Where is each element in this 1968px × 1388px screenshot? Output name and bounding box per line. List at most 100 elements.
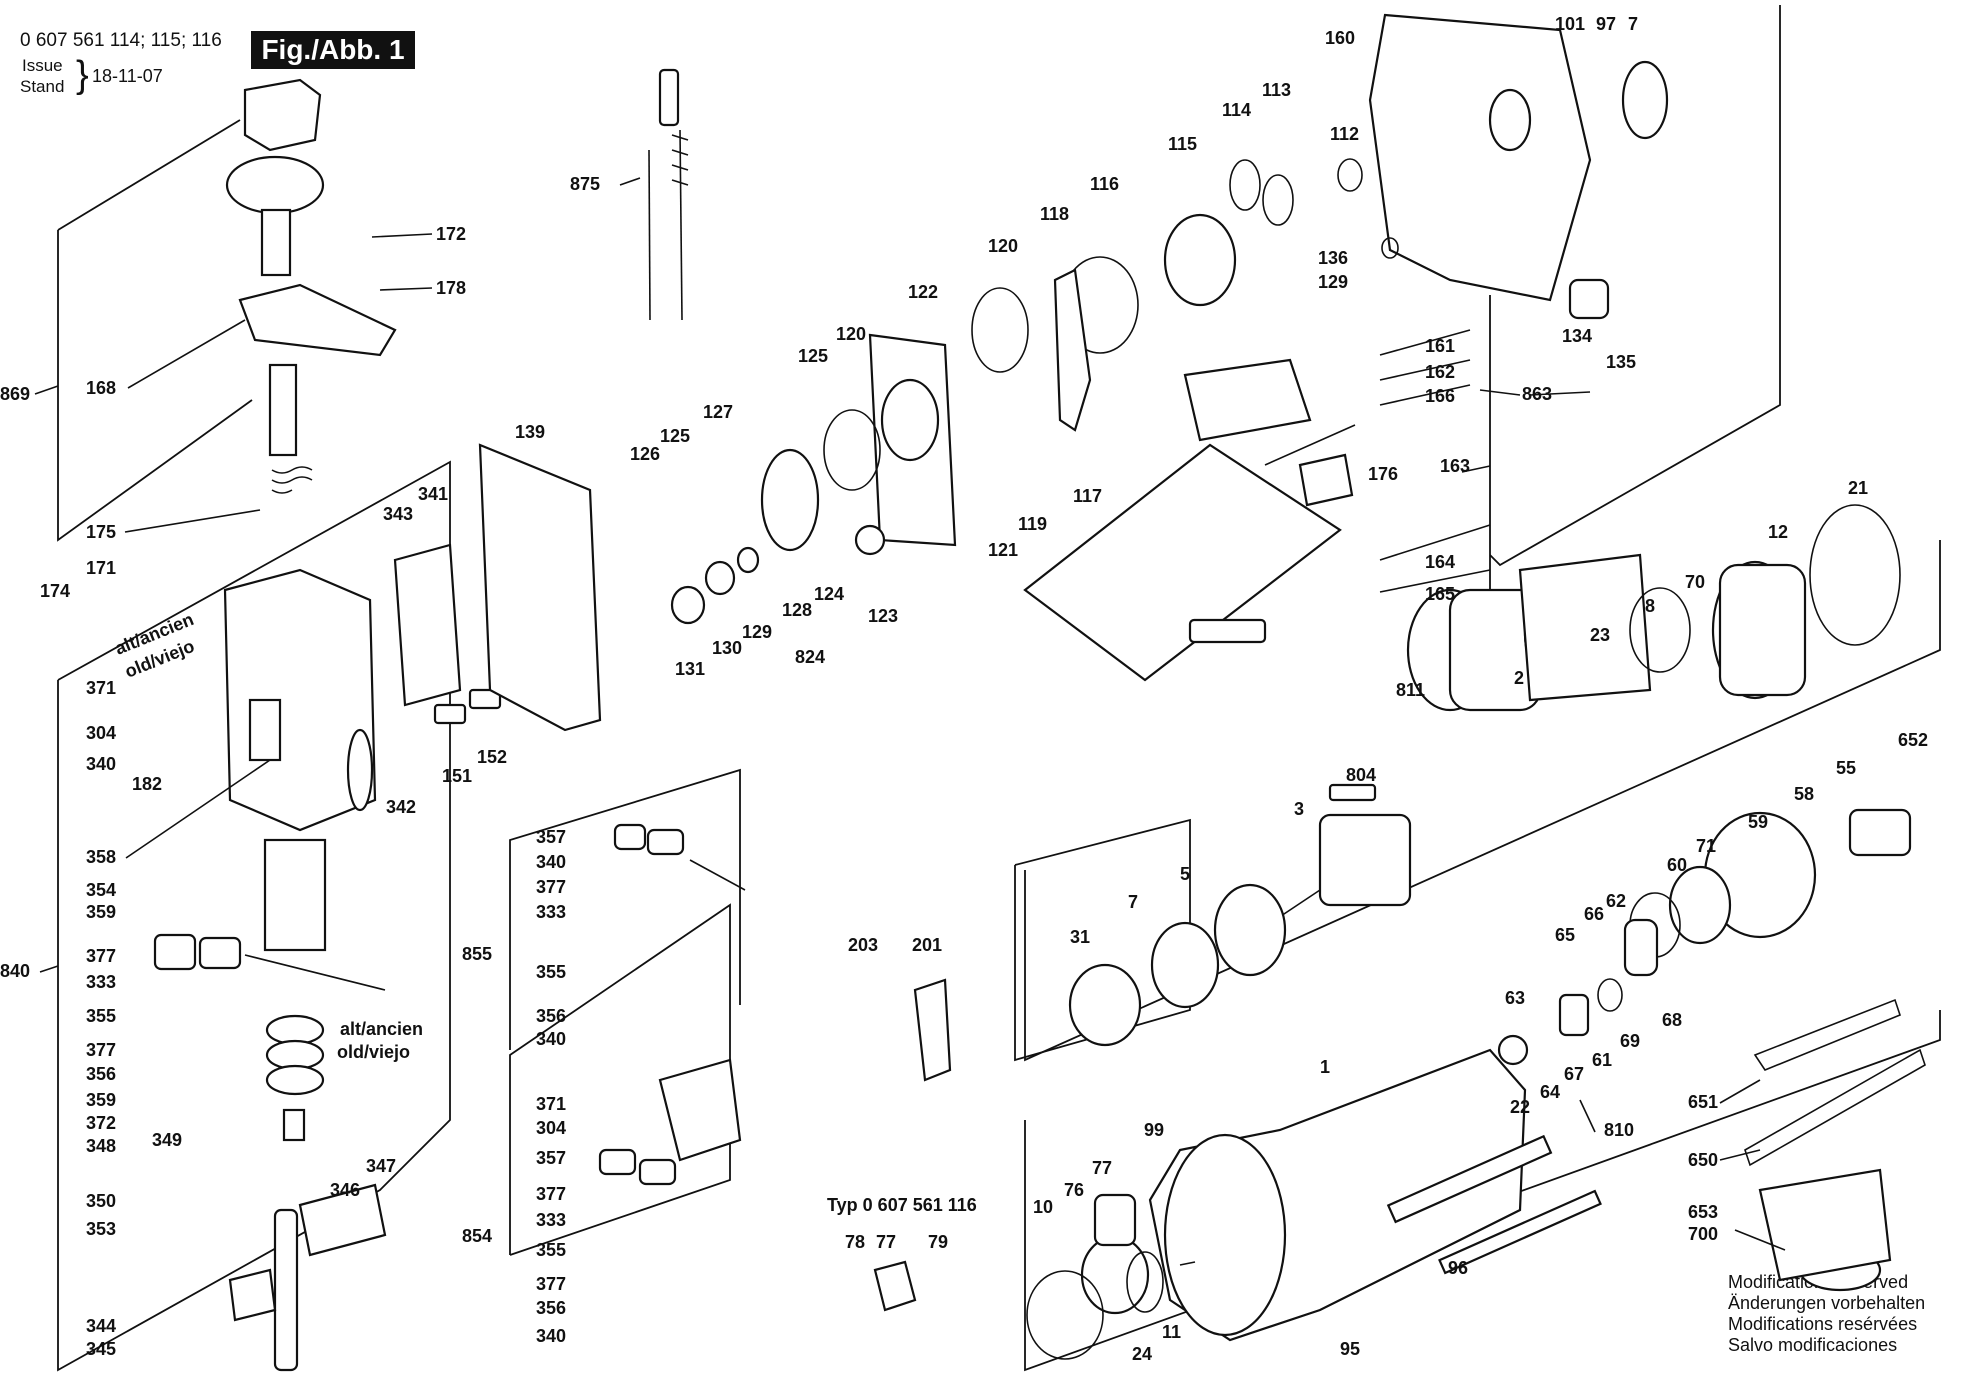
callout: 356 xyxy=(86,1064,116,1084)
callout: 343 xyxy=(383,504,413,524)
callout: 71 xyxy=(1696,836,1716,856)
callout-labels: 869 168 172 178 175 171 174 343 341 371 … xyxy=(0,14,1928,1364)
callout: 68 xyxy=(1662,1010,1682,1030)
callout: 340 xyxy=(86,754,116,774)
parts-center xyxy=(598,68,1139,1312)
callout: 115 xyxy=(1168,134,1197,154)
callout: 371 xyxy=(536,1094,566,1114)
stand-label: Stand xyxy=(20,77,65,96)
callout: 333 xyxy=(86,972,116,992)
callout: 78 xyxy=(845,1232,865,1252)
callout: 66 xyxy=(1584,904,1604,924)
callout: 342 xyxy=(386,797,416,817)
callout: 2 xyxy=(1514,668,1524,688)
callout: 854 xyxy=(462,1226,492,1246)
callout: 203 xyxy=(848,935,878,955)
callout: 168 xyxy=(86,378,116,398)
callout: 178 xyxy=(436,278,466,298)
part-numbers: 0 607 561 114; 115; 116 xyxy=(20,30,222,51)
callout: 64 xyxy=(1540,1082,1560,1102)
callout: 67 xyxy=(1564,1064,1584,1084)
note-line-4: Salvo modificaciones xyxy=(1728,1335,1898,1355)
callout: 24 xyxy=(1132,1344,1152,1364)
callout: 127 xyxy=(703,402,733,422)
note-line-3: Modifications resérvées xyxy=(1728,1314,1918,1334)
callout: 377 xyxy=(536,877,566,897)
callout: 124 xyxy=(814,584,844,604)
callout: 95 xyxy=(1340,1339,1360,1359)
callout: 349 xyxy=(152,1130,182,1150)
callout: 804 xyxy=(1346,765,1376,785)
callout: 101 xyxy=(1555,14,1585,34)
callout: 23 xyxy=(1590,625,1610,645)
callout: 22 xyxy=(1510,1097,1530,1117)
callout: 97 xyxy=(1596,14,1616,34)
callout: 116 xyxy=(1090,174,1119,194)
callout: 58 xyxy=(1794,784,1814,804)
callout: 129 xyxy=(742,622,772,642)
callout: 176 xyxy=(1368,464,1398,484)
figure-label: Fig./Abb. 1 xyxy=(251,31,415,69)
callout: 201 xyxy=(912,935,942,955)
callout: 357 xyxy=(536,1148,566,1168)
callout: 59 xyxy=(1748,812,1768,832)
callout: 165 xyxy=(1425,584,1455,604)
callout: 131 xyxy=(675,659,705,679)
callout: 355 xyxy=(536,1240,566,1260)
callout: 651 xyxy=(1688,1092,1718,1112)
callout: 175 xyxy=(86,522,116,542)
callout: 377 xyxy=(86,946,116,966)
callout: 77 xyxy=(876,1232,896,1252)
callout: 354 xyxy=(86,880,116,900)
callout: 120 xyxy=(988,236,1018,256)
callout: 1 xyxy=(1320,1057,1330,1077)
callout: 875 xyxy=(570,174,600,194)
callout: 79 xyxy=(928,1232,948,1252)
variant-typ-label: Typ 0 607 561 116 xyxy=(827,1195,977,1215)
callout: 358 xyxy=(86,847,116,867)
callout: 304 xyxy=(86,723,116,743)
callout: 65 xyxy=(1555,925,1575,945)
callout: 12 xyxy=(1768,522,1788,542)
callout: 134 xyxy=(1562,326,1592,346)
callout: 136 xyxy=(1318,248,1348,268)
callout: 60 xyxy=(1667,855,1687,875)
callout: 350 xyxy=(86,1191,116,1211)
callout: 348 xyxy=(86,1136,116,1156)
callout: 139 xyxy=(515,422,545,442)
callout: 357 xyxy=(536,827,566,847)
callout: 341 xyxy=(418,484,448,504)
callout: 96 xyxy=(1448,1258,1468,1278)
callout: 372 xyxy=(86,1113,116,1133)
callout: 128 xyxy=(782,600,812,620)
callout: old/viejo xyxy=(337,1042,410,1062)
callout: 855 xyxy=(462,944,492,964)
callout: 371 xyxy=(86,678,116,698)
callout: 347 xyxy=(366,1156,396,1176)
callout: 123 xyxy=(868,606,898,626)
callout: 126 xyxy=(630,444,660,464)
callout: 118 xyxy=(1040,204,1069,224)
callout: 355 xyxy=(536,962,566,982)
callout: 840 xyxy=(0,961,30,981)
callout: 346 xyxy=(330,1180,360,1200)
callout: 120 xyxy=(836,324,866,344)
callout: 340 xyxy=(536,1326,566,1346)
callout: 5 xyxy=(1180,864,1190,884)
callout: 340 xyxy=(536,852,566,872)
callout: 353 xyxy=(86,1219,116,1239)
callout: 356 xyxy=(536,1006,566,1026)
parts-right xyxy=(1023,13,1926,1360)
callout: 135 xyxy=(1606,352,1636,372)
callout: 304 xyxy=(536,1118,566,1138)
callout: 7 xyxy=(1628,14,1638,34)
callout: 121 xyxy=(988,540,1018,560)
callout: 171 xyxy=(86,558,116,578)
callout: 653 xyxy=(1688,1202,1718,1222)
callout: 869 xyxy=(0,384,30,404)
callout: 333 xyxy=(536,902,566,922)
callout: 340 xyxy=(536,1029,566,1049)
note-line-2: Änderungen vorbehalten xyxy=(1728,1293,1926,1313)
callout: 129 xyxy=(1318,272,1348,292)
